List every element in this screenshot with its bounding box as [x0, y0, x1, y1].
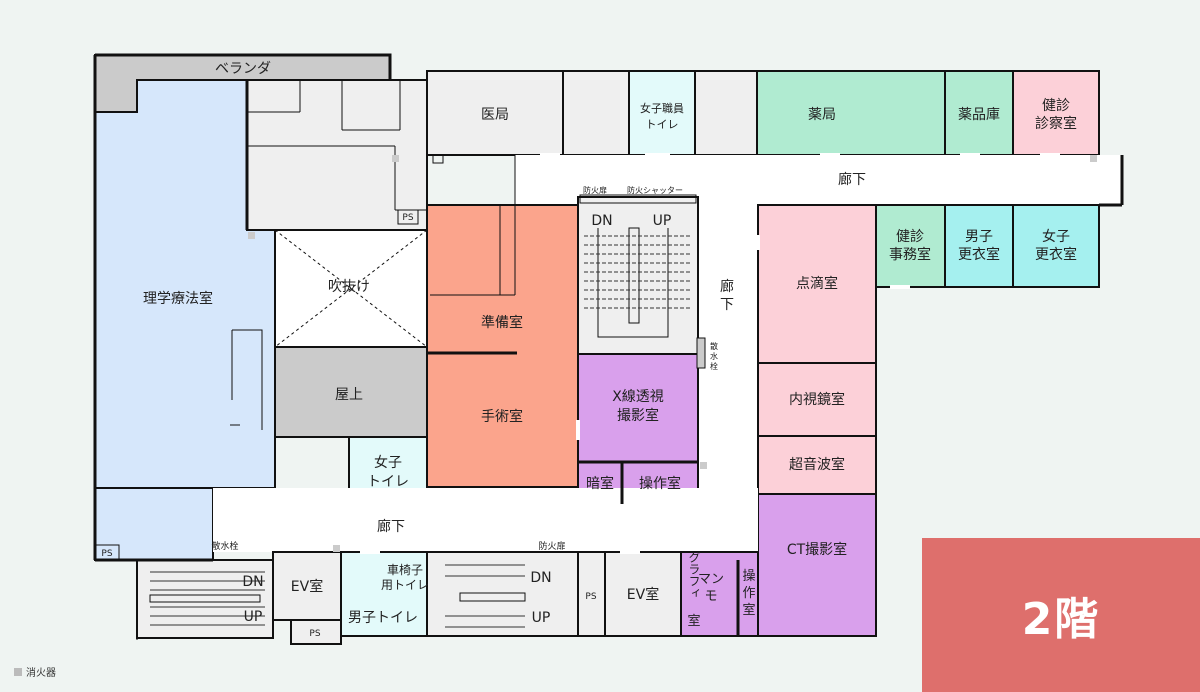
ultrasound-label: 超音波室: [789, 456, 845, 473]
control-room-label: 操作室: [639, 475, 681, 492]
mammo-label-2: モ: [704, 589, 717, 604]
ct-room-label: CT撮影室: [787, 541, 847, 558]
prep-room-label: 準備室: [481, 314, 523, 331]
room-ct[interactable]: [757, 493, 877, 637]
checkup-exam-label-2: 診察室: [1035, 115, 1077, 132]
corridor-mid-label-1: 廊: [720, 278, 734, 295]
stair-center-up: UP: [653, 213, 672, 229]
rooftop: [274, 346, 428, 438]
ps-label-1: PS: [101, 549, 112, 559]
men-toilet-label: 男子トイレ: [348, 610, 418, 626]
corridor-mid-label-2: 下: [720, 297, 734, 313]
floor-badge: 2階: [922, 538, 1200, 692]
room-empty-b: [694, 70, 758, 156]
room-fills: [94, 54, 1122, 645]
room-pt[interactable]: [94, 79, 276, 489]
stair-left-up: UP: [244, 609, 263, 625]
wheelchair-toilet-label-2: 用トイレ: [381, 578, 429, 592]
mammo-label-1: マン: [698, 572, 724, 587]
room-endoscopy[interactable]: [757, 362, 877, 437]
staff-toilet-label-1: 女子職員: [640, 101, 684, 115]
mammo-label-4: 室: [687, 613, 700, 629]
xray-label-1: X線透視: [612, 389, 664, 405]
walls: [93, 53, 1124, 640]
women-toilet-label-1: 女子: [374, 454, 402, 471]
men-locker-label-2: 更衣室: [958, 246, 1000, 263]
checkup-office-label-1: 健診: [896, 229, 924, 245]
room-medical-office[interactable]: [426, 70, 564, 156]
staff-toilet-label-2: トイレ: [646, 118, 679, 131]
corridor-bottom[interactable]: [213, 488, 758, 552]
rooftop-label: 屋上: [335, 387, 363, 403]
ps-label-4: PS: [585, 592, 596, 602]
legend: 消火器: [14, 664, 56, 679]
ct-control-label-3: 室: [742, 602, 755, 618]
checkup-exam-label-1: 健診: [1042, 98, 1070, 114]
ps-bottom-left: [290, 619, 342, 645]
operating-room-label: 手術室: [481, 408, 523, 425]
ev-left-label: EV室: [291, 578, 323, 595]
wheelchair-toilet-label-1: 車椅子: [387, 563, 423, 577]
labels: ベランダ 医局 女子職員 トイレ 薬局 薬品庫 健診 診察室 廊下 廊 下 廊下…: [101, 61, 1077, 639]
endoscopy-label: 内視鏡室: [789, 391, 845, 408]
stair-bottom-dn: DN: [530, 570, 551, 586]
pt-room-label: 理学療法室: [143, 290, 213, 307]
pharmacy-label: 薬局: [808, 107, 836, 123]
medical-office-label: 医局: [481, 107, 509, 123]
ps-label-3: PS: [309, 629, 320, 639]
drug-store-label: 薬品庫: [958, 106, 1000, 123]
room-men-toilet[interactable]: [340, 551, 428, 637]
corridor-mid[interactable]: [698, 155, 758, 550]
men-locker-label-1: 男子: [965, 229, 993, 245]
extinguisher-swatch: [14, 667, 22, 676]
dark-room-label: 暗室: [586, 475, 614, 492]
room-ev-right[interactable]: [604, 551, 682, 637]
room-pharmacy[interactable]: [756, 70, 946, 156]
ct-control-label-1: 操: [742, 568, 755, 584]
extinguisher-legend-label: 消火器: [26, 668, 56, 679]
hydrant-vertical-1: 散: [710, 341, 718, 351]
room-surgery[interactable]: [426, 204, 579, 488]
hydrant-vertical-3: 栓: [710, 361, 718, 371]
room-xray[interactable]: [577, 353, 699, 505]
room-pt-lower: [94, 487, 214, 561]
room-checkup-office[interactable]: [875, 204, 946, 288]
room-empty-a: [562, 70, 630, 156]
fire-shutter-label: 防火シャッター: [627, 185, 683, 195]
room-iv[interactable]: [757, 204, 877, 364]
stair-left-dn: DN: [242, 574, 263, 590]
ct-control-label-2: 作: [742, 586, 755, 601]
room-men-locker[interactable]: [944, 204, 1014, 288]
room-drug-store[interactable]: [944, 70, 1014, 156]
ps-label-2: PS: [402, 213, 413, 223]
stair-center-dn: DN: [591, 213, 612, 229]
stair-bottom-up: UP: [532, 610, 551, 626]
hydrant-label: 散水栓: [211, 540, 238, 552]
iv-room-label: 点滴室: [796, 275, 838, 292]
corridor-top-label: 廊下: [838, 171, 866, 188]
mammo-label-3: グラフィ: [687, 551, 701, 599]
veranda-label: ベランダ: [215, 61, 271, 77]
hydrant-vertical-2: 水: [710, 351, 718, 361]
women-locker-label-2: 更衣室: [1035, 246, 1077, 263]
ev-right-label: EV室: [627, 586, 659, 603]
atrium-label: 吹抜け: [328, 279, 370, 295]
xray-label-2: 撮影室: [617, 407, 659, 424]
checkup-office-label-2: 事務室: [889, 246, 931, 263]
corridor-bottom-label: 廊下: [377, 518, 405, 535]
women-toilet-label-2: トイレ: [367, 474, 409, 490]
women-locker-label-1: 女子: [1042, 228, 1070, 245]
fire-door-label-1: 防火扉: [583, 185, 607, 195]
room-ev-left[interactable]: [272, 551, 342, 621]
room-women-locker[interactable]: [1012, 204, 1100, 288]
stairs-bottom[interactable]: [426, 551, 579, 637]
fire-door-label-2: 防火扉: [538, 540, 565, 552]
floor-label: 2階: [1021, 594, 1101, 645]
room-ultrasound[interactable]: [757, 435, 877, 495]
